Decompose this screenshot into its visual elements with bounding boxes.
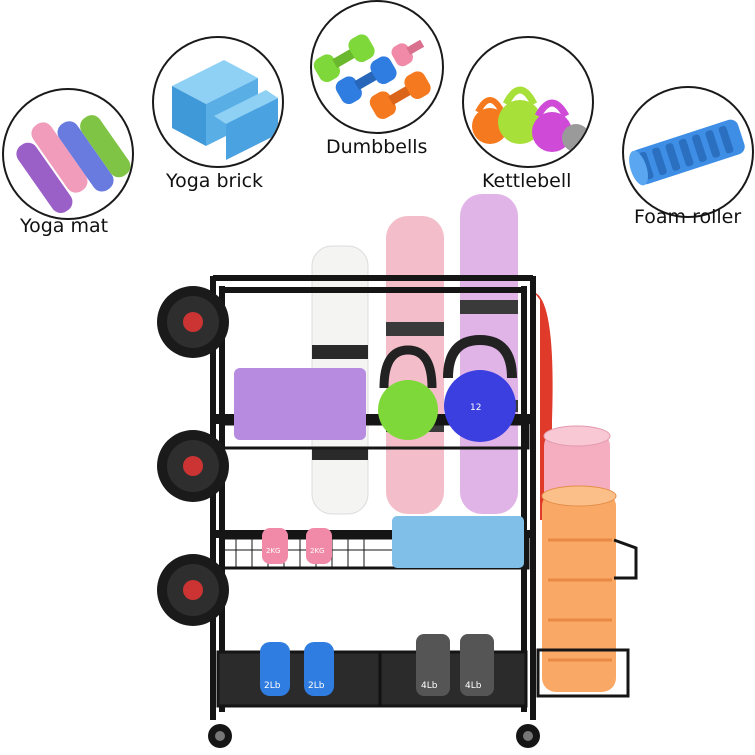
- yoga-brick-illustration: [172, 60, 278, 160]
- rack-pink-dumbbells: 2KG 2KG: [262, 528, 332, 564]
- kettlebell-illustration: [472, 86, 590, 152]
- yoga-brick-label: Yoga brick: [166, 170, 264, 192]
- kettlebell-bubble: [462, 36, 594, 168]
- rack-frame: [210, 275, 536, 720]
- foam-roller-label: Foam roller: [634, 206, 742, 228]
- yoga-mat-label: Yoga mat: [20, 215, 109, 237]
- dumbbells-illustration: [313, 34, 431, 120]
- rack-kettlebells: 12: [378, 334, 517, 442]
- rack-yoga-brick-blue: [392, 516, 524, 568]
- rack-yoga-brick-lavender: [234, 368, 366, 440]
- rack-wheels: [208, 724, 540, 748]
- dumbbells-label: Dumbbells: [326, 136, 428, 158]
- pink-dumbbell-text-2: 2KG: [310, 547, 324, 555]
- rack-bottom-dumbbells: 2Lb 2Lb 4Lb 4Lb: [260, 634, 494, 696]
- yoga-mat-bubble: [2, 88, 134, 220]
- blue-dumbbell-text-1: 2Lb: [264, 681, 281, 691]
- gray-dumbbell-text-1: 4Lb: [421, 681, 438, 691]
- weight-plates: [157, 286, 229, 626]
- dumbbells-bubble: [310, 0, 444, 134]
- gray-dumbbell-text-2: 4Lb: [465, 681, 482, 691]
- yoga-brick-bubble: [152, 36, 284, 168]
- yoga-mat-illustration: [16, 115, 131, 213]
- pink-dumbbell-text-1: 2KG: [266, 547, 280, 555]
- kettlebell-weight-text: 12: [470, 403, 481, 413]
- blue-dumbbell-text-2: 2Lb: [308, 681, 325, 691]
- foam-roller-illustration: [629, 119, 745, 186]
- foam-roller-bubble: [622, 86, 754, 218]
- kettlebell-label: Kettlebell: [482, 170, 572, 192]
- side-basket: [536, 425, 638, 698]
